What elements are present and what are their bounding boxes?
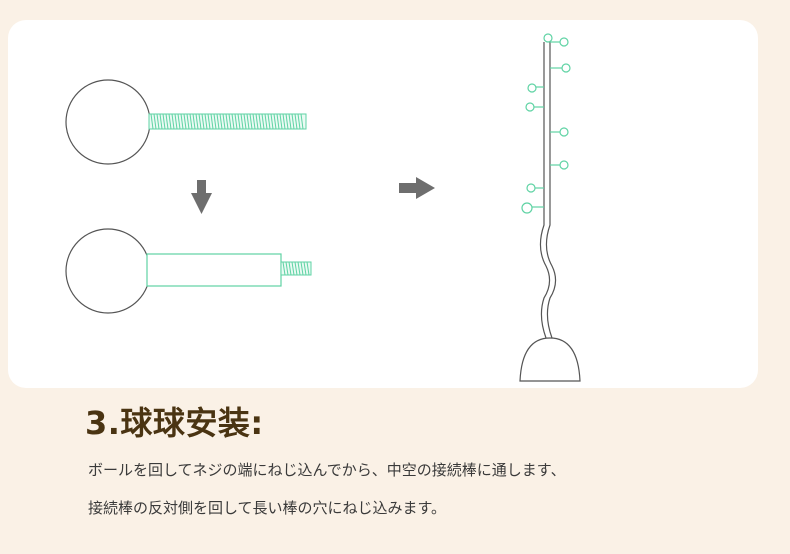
illustration-card: [8, 20, 758, 388]
assembly-illustration: [65, 33, 581, 382]
ball-with-connecting-rod-drawing: [65, 228, 312, 314]
down-arrow-icon: [191, 180, 212, 214]
step-heading: 3.球球安装:: [85, 404, 264, 442]
coat-rack-drawing: [519, 33, 581, 382]
instruction-line-1: ボールを回してネジの端にねじ込んでから、中空の接続棒に通します、: [88, 461, 566, 479]
ball-with-screw-drawing: [65, 79, 307, 165]
right-arrow-icon: [399, 177, 435, 199]
instruction-line-2: 接続棒の反対側を回して長い棒の穴にねじ込みます。: [88, 499, 447, 517]
